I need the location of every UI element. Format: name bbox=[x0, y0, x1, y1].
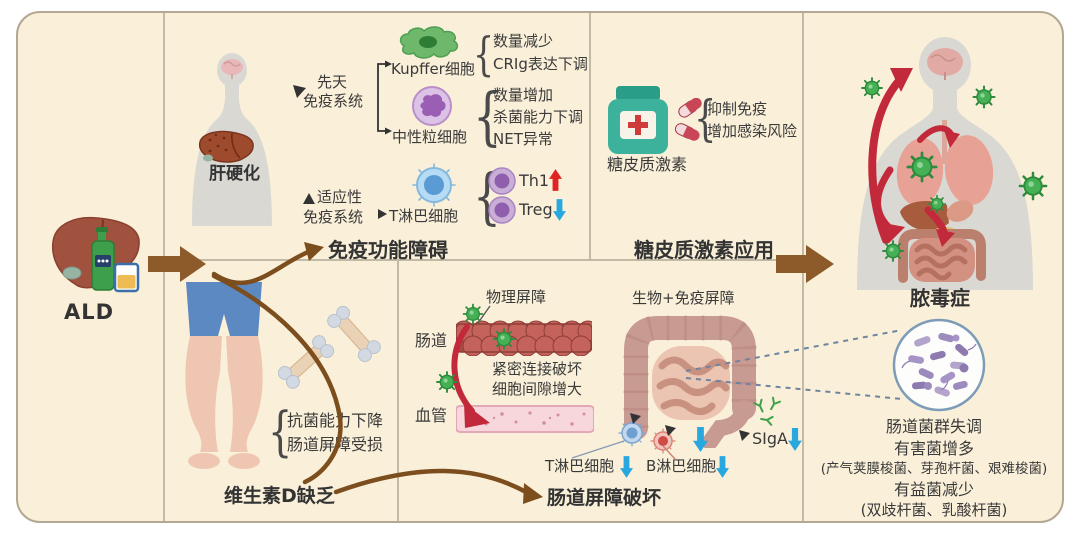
dysbiosis-line-3: (产气荚膜梭菌、芽孢杆菌、艰难梭菌) bbox=[820, 461, 1048, 477]
dysbiosis-line-4: 有益菌减少 bbox=[893, 480, 974, 499]
intestine-label: 肠道 bbox=[415, 331, 448, 350]
gut-tcell-down-arrow bbox=[620, 456, 633, 478]
gut-title: 肠道屏障破坏 bbox=[547, 487, 662, 509]
dysbiosis-line-2: 有害菌增多 bbox=[893, 439, 974, 458]
wine-bottle-icon bbox=[91, 227, 115, 291]
divider-top-middle bbox=[589, 13, 591, 259]
kupffer-effect-1: 数量减少 bbox=[493, 32, 554, 50]
siga-label: SIgA bbox=[752, 429, 788, 448]
broken-bones-icon bbox=[278, 305, 381, 389]
kupffer-effect-2: CRIg表达下调 bbox=[493, 55, 588, 73]
cirrhosis-label: 肝硬化 bbox=[209, 164, 260, 184]
adaptive-system-label-line1: 适应性 bbox=[317, 188, 363, 206]
right-lung-icon bbox=[944, 135, 994, 205]
gluco-brace: { bbox=[694, 90, 717, 147]
capsule-pills-icon bbox=[674, 98, 702, 141]
ald-label: ALD bbox=[64, 300, 115, 324]
vessel-label: 血管 bbox=[415, 406, 448, 425]
vitd-title: 维生素D缺乏 bbox=[224, 485, 335, 507]
sepsis-title: 脓毒症 bbox=[910, 286, 970, 310]
t-lymphocyte-cell-icon bbox=[412, 163, 456, 207]
neutrophil-cell-icon bbox=[412, 86, 452, 126]
treg-cell-icon bbox=[488, 196, 516, 224]
siga-down-arrow bbox=[788, 428, 802, 451]
gluco-effect-1: 抑制免疫 bbox=[707, 100, 768, 118]
dysbiosis-line-5: (双歧杆菌、乳酸杆菌) bbox=[860, 501, 1008, 519]
drink-glass-icon bbox=[113, 262, 140, 293]
gut-microbiome-icon bbox=[892, 318, 986, 412]
gluco-drug-label: 糖皮质激素 bbox=[607, 155, 688, 174]
divider-bottom-middle bbox=[397, 259, 399, 521]
gluco-effect-2: 增加感染风险 bbox=[707, 122, 798, 140]
gluco-title: 糖皮质激素应用 bbox=[634, 238, 774, 262]
stomach-icon bbox=[946, 200, 974, 222]
bio-immune-barrier-label: 生物+免疫屏障 bbox=[632, 289, 735, 307]
brain-icon bbox=[927, 48, 963, 80]
blood-vessel-icon bbox=[456, 405, 594, 433]
vitd-effect-2: 肠道屏障受损 bbox=[287, 435, 384, 454]
divider-horizontal bbox=[163, 259, 802, 261]
intestinal-wall-icon bbox=[456, 320, 592, 356]
divider-left bbox=[163, 13, 165, 521]
tight-junction-line2: 细胞间隙增大 bbox=[492, 380, 583, 398]
th1-up-arrow bbox=[549, 169, 562, 191]
divider-right bbox=[802, 13, 804, 521]
bowed-legs-icon bbox=[185, 282, 263, 469]
physical-barrier-label: 物理屏障 bbox=[486, 288, 547, 306]
th1-cell-icon bbox=[488, 167, 516, 195]
innate-system-label-line1: 先天 bbox=[317, 73, 348, 91]
kupffer-brace: { bbox=[473, 27, 495, 81]
dysbiosis-line-1: 肠道菌群失调 bbox=[885, 417, 982, 436]
immune-title: 免疫功能障碍 bbox=[328, 238, 448, 262]
colon-down-arrow bbox=[693, 427, 708, 452]
medicine-bottle-icon bbox=[608, 86, 668, 154]
gallbladder-icon bbox=[62, 266, 82, 280]
neutrophil-brace: { bbox=[473, 80, 502, 153]
innate-system-label-line2: 免疫系统 bbox=[303, 92, 364, 110]
sepsis-body-icon bbox=[857, 37, 1033, 290]
treg-down-arrow bbox=[553, 199, 566, 221]
vitd-effect-1: 抗菌能力下降 bbox=[287, 411, 384, 430]
neutrophil-label: 中性粒细胞 bbox=[392, 128, 468, 146]
adaptive-system-label-line2: 免疫系统 bbox=[303, 208, 364, 226]
ald-liver-icon bbox=[51, 216, 140, 293]
tight-junction-line1: 紧密连接破坏 bbox=[492, 360, 583, 378]
small-b-cell-icon bbox=[650, 428, 676, 454]
kupffer-cell-icon bbox=[399, 26, 459, 59]
brain-icon bbox=[221, 59, 243, 75]
human-silhouette-icon bbox=[192, 53, 272, 226]
neutrophil-effect-3: NET异常 bbox=[493, 130, 553, 148]
tcell-label: T淋巴细胞 bbox=[389, 207, 459, 225]
cirrhotic-liver-icon bbox=[198, 130, 254, 163]
bacteria-icons bbox=[901, 332, 977, 397]
gut-bcell-down-arrow bbox=[716, 456, 729, 478]
gut-bcell-label: B淋巴细胞 bbox=[646, 457, 717, 475]
gut-tcell-label: T淋巴细胞 bbox=[545, 457, 615, 475]
neutrophil-effect-2: 杀菌能力下调 bbox=[493, 108, 584, 126]
siga-antibody-icon bbox=[753, 396, 781, 426]
small-t-cell-icon bbox=[618, 419, 646, 447]
th1-label: Th1 bbox=[519, 171, 550, 190]
treg-label: Treg bbox=[519, 200, 553, 219]
kupffer-label: Kupffer细胞 bbox=[391, 60, 475, 78]
neutrophil-effect-1: 数量增加 bbox=[493, 86, 554, 104]
